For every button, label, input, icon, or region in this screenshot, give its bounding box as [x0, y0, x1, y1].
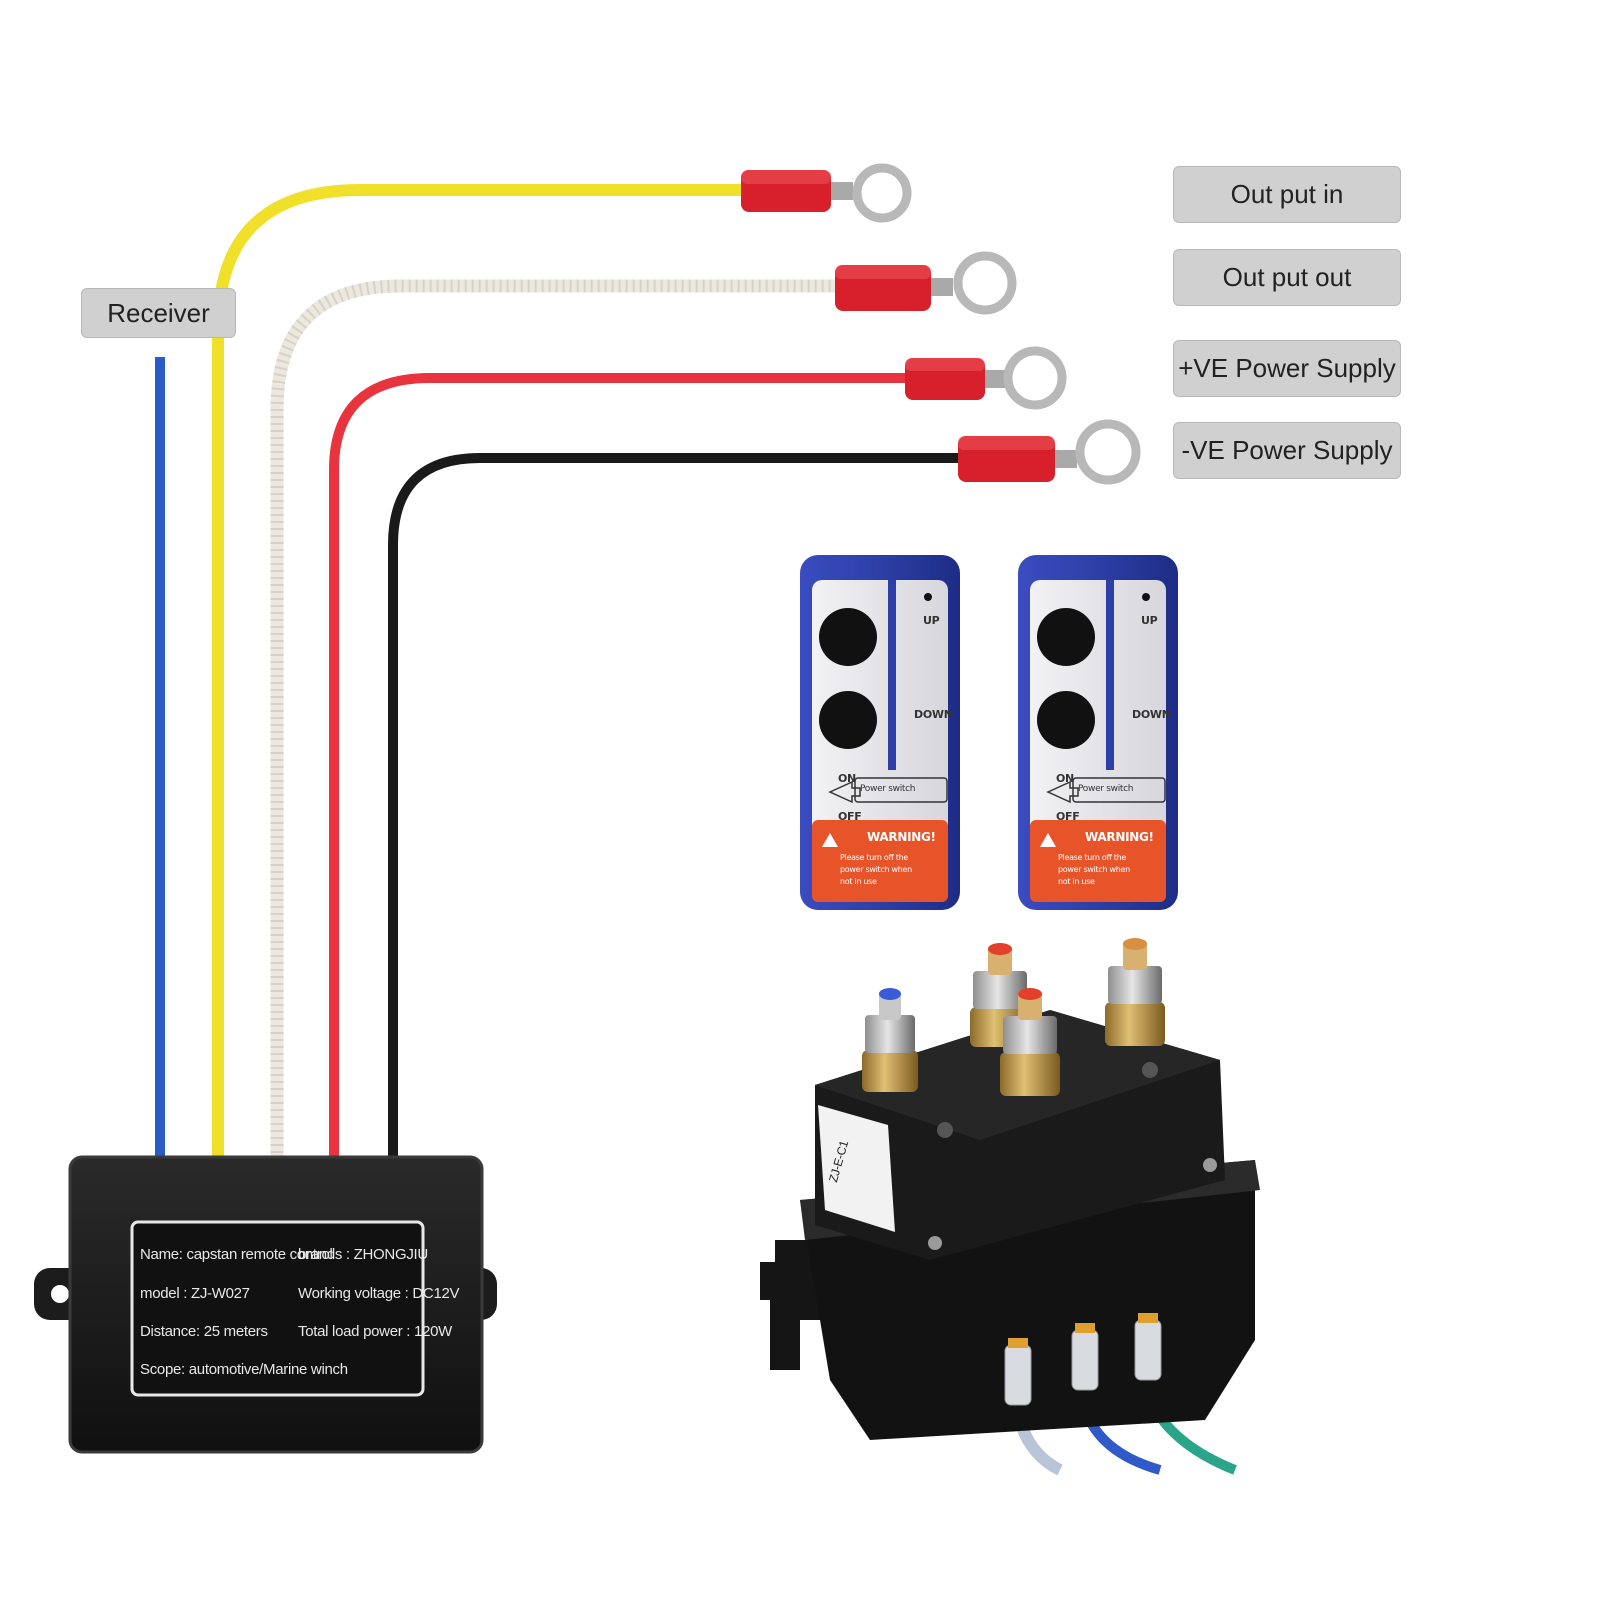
- receiver-label-plate: [130, 1220, 425, 1397]
- up-button: [819, 608, 877, 666]
- remote-control: [800, 555, 960, 910]
- remote-down-label: DOWN: [1132, 708, 1171, 721]
- down-button: [819, 691, 877, 749]
- out-put-in-label: Out put in: [1173, 166, 1401, 223]
- remote-warning-label: WARNING!: [1085, 830, 1154, 844]
- warning-panel: [1030, 820, 1166, 902]
- ring-terminal-white: [835, 251, 1017, 315]
- plate-power: Total load power : 120W: [298, 1323, 453, 1340]
- remote-off-label: OFF: [838, 810, 862, 823]
- plate-model: model : ZJ-W027: [140, 1285, 250, 1302]
- warning-panel: [812, 820, 948, 902]
- remote-on-label: ON: [1056, 772, 1074, 785]
- remote-switch-label: Power switch: [1078, 784, 1134, 794]
- remote-control: [1018, 555, 1178, 910]
- remote-warning-text: power switch when: [1058, 865, 1130, 874]
- remote-up-label: UP: [923, 614, 940, 627]
- receiver-box: [34, 1155, 497, 1454]
- remote-warning-text: Please turn off the: [840, 853, 908, 862]
- ring-terminal-yellow: [741, 163, 912, 223]
- remote-off-label: OFF: [1056, 810, 1080, 823]
- remote-warning-text: not in use: [1058, 877, 1095, 886]
- remote-down-label: DOWN: [914, 708, 953, 721]
- plate-brand: brands : ZHONGJIU: [298, 1246, 428, 1263]
- negative-power-label: -VE Power Supply: [1173, 422, 1401, 479]
- up-button: [1037, 608, 1095, 666]
- remote-warning-text: Please turn off the: [1058, 853, 1126, 862]
- positive-power-label: +VE Power Supply: [1173, 340, 1401, 397]
- plate-voltage: Working voltage : DC12V: [298, 1285, 460, 1302]
- remote-warning-label: WARNING!: [867, 830, 936, 844]
- out-put-out-label: Out put out: [1173, 249, 1401, 306]
- plate-distance: Distance: 25 meters: [140, 1323, 268, 1340]
- wire-red: [329, 373, 910, 1160]
- down-button: [1037, 691, 1095, 749]
- wire-white: [270, 279, 840, 1160]
- receiver-label: Receiver: [81, 288, 236, 338]
- wire-black: [388, 453, 963, 1160]
- remote-on-label: ON: [838, 772, 856, 785]
- remote-warning-text: not in use: [840, 877, 877, 886]
- solenoid-contactor: [760, 938, 1260, 1476]
- ring-terminal-red: [905, 346, 1067, 410]
- remote-switch-label: Power switch: [860, 784, 916, 794]
- remote-warning-text: power switch when: [840, 865, 912, 874]
- remote-up-label: UP: [1141, 614, 1158, 627]
- plate-scope: Scope: automotive/Marine winch: [140, 1361, 348, 1378]
- ring-terminal-black: [958, 419, 1141, 485]
- plate-name: Name: capstan remote control: [140, 1246, 333, 1263]
